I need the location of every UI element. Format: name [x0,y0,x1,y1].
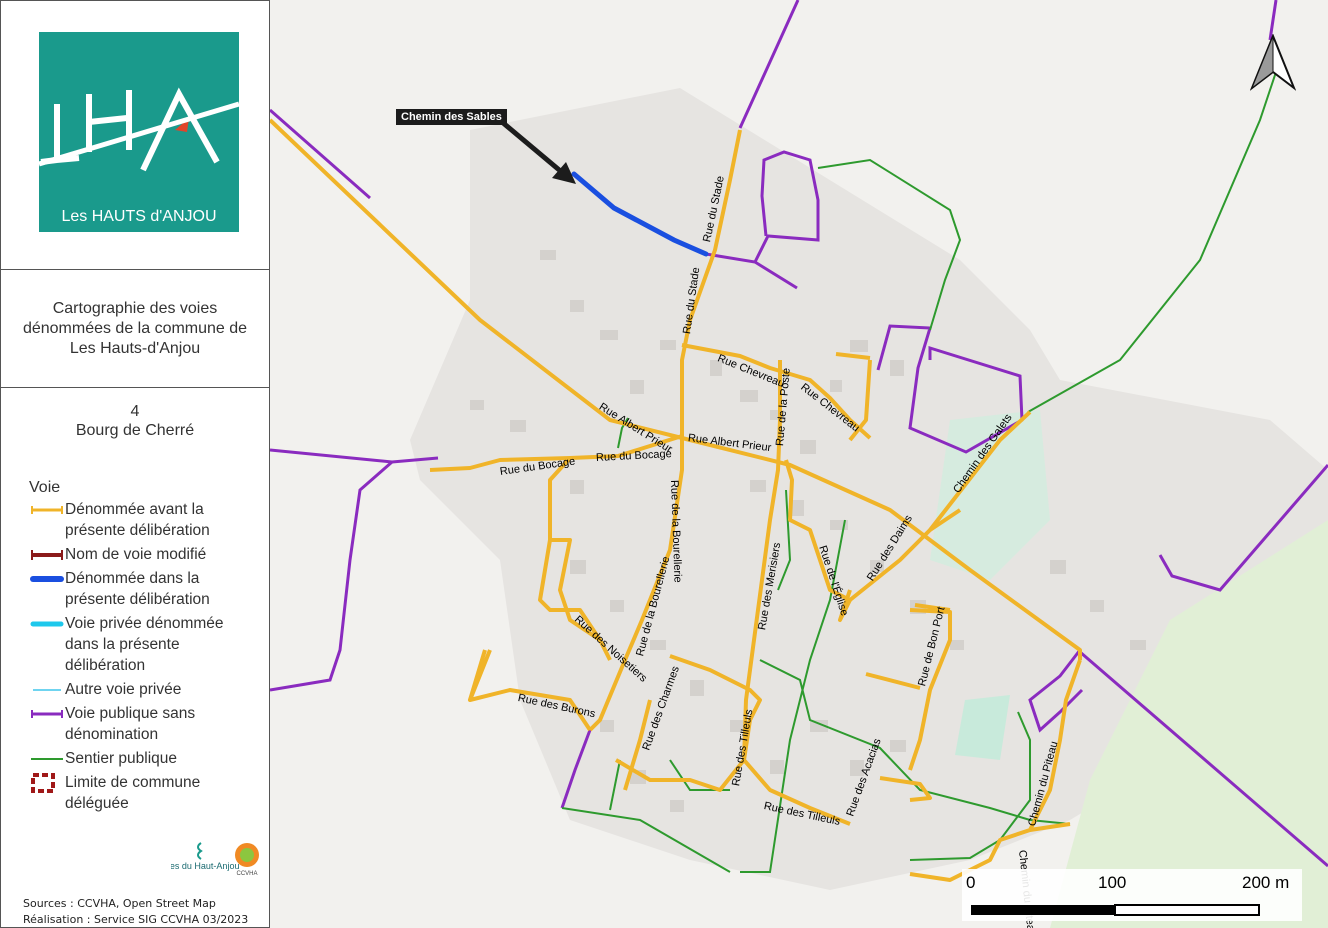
map-sidebar: Les HAUTS d'ANJOU Cartographie des voies… [0,0,270,928]
sources-block: Sources : CCVHA, Open Street Map Réalisa… [23,896,248,928]
footpaths [561,59,1281,873]
logo-text: Les HAUTS d'ANJOU [61,208,217,225]
legend-item-renamed: Nom de voie modifié [29,544,265,565]
legend-label: Voie publique sans dénomination [65,705,196,743]
legend-symbol-yellow-line [31,506,63,514]
legend-symbol-blue-line [30,576,64,582]
legend-symbol-darkred-line [31,550,63,560]
sources-text: Sources : CCVHA, Open Street Map [23,897,216,910]
legend-label: Sentier publique [65,750,178,767]
legend-item-boundary: Limite de commune déléguée [29,772,265,814]
legend-symbol-purple-line [31,710,63,718]
scale-bar-graphic [971,904,1260,916]
partner-ccvha-text: CCVHA [236,871,257,877]
lha-logo-icon: Les HAUTS d'ANJOU [39,32,239,232]
legend-item-named-before: Dénommée avant la présente délibération [29,499,265,541]
scale-label-100: 100 [1098,873,1127,892]
sheet-name: Bourg de Cherré [75,422,195,439]
logo-panel: Les HAUTS d'ANJOU [1,1,269,270]
legend-symbol-dashed-box [31,773,55,793]
legend-label: Nom de voie modifié [65,546,207,563]
legend: Voie Dénommée avant la présente délibéra… [29,479,265,817]
map-description: Cartographie des voies dénommées de la c… [22,299,248,357]
legend-label: Limite de commune déléguée [65,774,201,812]
legend-item-named-now: Dénommée dans la présente délibération [29,568,265,610]
partner-logos: Vallées du Haut-Anjou CCVHA [151,839,267,881]
unnamed-public-roads [270,0,1328,868]
legend-symbol-lightblue-line [33,689,61,691]
legend-label: Dénommée avant la présente délibération [65,501,210,539]
chemin-des-sables-road [571,171,709,257]
legend-symbol-green-line [31,758,63,760]
callout-label: Chemin des Sables [396,109,507,125]
callout-arrow-icon [500,120,576,184]
buildings [470,250,1146,812]
scale-bar: 0 100 200 m [962,869,1306,923]
legend-title: Voie [29,479,61,496]
meadow-area [1050,520,1328,928]
legend-label: Dénommée dans la présente délibération [65,570,210,608]
map-canvas[interactable]: Rue du Stade Rue du Stade Rue Chevreau R… [270,0,1328,928]
sports-field [955,695,1010,760]
park-area [930,410,1050,580]
named-roads [270,118,1082,882]
scale-label-0: 0 [966,873,976,892]
sheet-number: 4 [130,403,140,420]
north-arrow-icon [1250,34,1296,91]
built-up-area [410,88,1328,890]
legend-label: Voie privée dénommée dans la présente dé… [65,615,224,674]
sheet-info: 4 Bourg de Cherré [1,403,269,441]
partner-vallees-text: Vallées du Haut-Anjou [171,861,239,871]
legend-symbol-cyan-line [30,621,64,627]
legend-item-private-named: Voie privée dénommée dans la présente dé… [29,613,265,676]
legend-label: Autre voie privée [65,681,182,698]
legend-item-private-other: Autre voie privée [29,679,265,700]
legend-item-public-unnamed: Voie publique sans dénomination [29,703,265,745]
map-layer [270,0,1328,928]
realisation-text: Réalisation : Service SIG CCVHA 03/2023 [23,913,249,926]
scale-label-200: 200 m [1242,873,1290,892]
legend-item-footpath: Sentier publique [29,748,265,769]
description-panel: Cartographie des voies dénommées de la c… [1,270,269,388]
